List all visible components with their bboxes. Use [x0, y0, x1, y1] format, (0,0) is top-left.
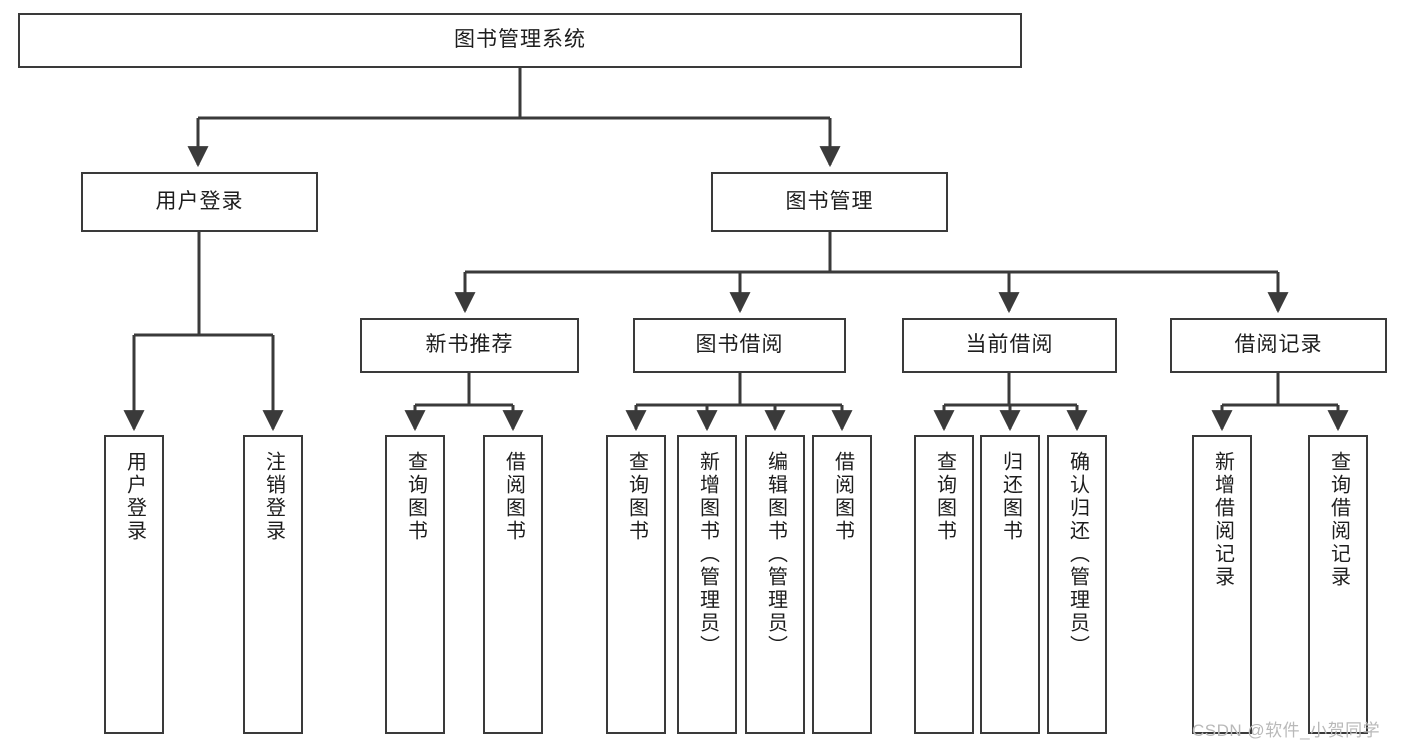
node-leaf-current-borrow-2[interactable]: 确认归还（管理员）: [1047, 435, 1107, 734]
watermark: CSDN @软件_小贺同学: [1192, 721, 1381, 740]
node-leaf-label: 用户登录: [123, 451, 146, 543]
node-leaf-user-login-0[interactable]: 用户登录: [104, 435, 164, 734]
node-book-manage[interactable]: 图书管理: [711, 172, 948, 232]
node-new-book-label: 新书推荐: [425, 333, 514, 357]
node-leaf-borrow-record-0[interactable]: 新增借阅记录: [1192, 435, 1252, 734]
node-leaf-current-borrow-0[interactable]: 查询图书: [914, 435, 974, 734]
node-leaf-label: 归还图书: [999, 451, 1022, 543]
node-leaf-book-borrow-0[interactable]: 查询图书: [606, 435, 666, 734]
node-book-manage-label: 图书管理: [785, 189, 874, 213]
node-leaf-label: 借阅图书: [831, 451, 854, 543]
node-leaf-label: 新增借阅记录: [1211, 451, 1234, 589]
node-leaf-current-borrow-1[interactable]: 归还图书: [980, 435, 1040, 734]
node-leaf-new-book-0[interactable]: 查询图书: [385, 435, 445, 734]
node-current-borrow[interactable]: 当前借阅: [902, 318, 1117, 373]
node-leaf-label: 查询借阅记录: [1327, 451, 1350, 589]
node-leaf-book-borrow-2[interactable]: 编辑图书（管理员）: [745, 435, 805, 734]
node-leaf-label: 注销登录: [262, 451, 285, 543]
node-root[interactable]: 图书管理系统: [18, 13, 1022, 68]
node-leaf-user-login-1[interactable]: 注销登录: [243, 435, 303, 734]
node-leaf-label: 新增图书（管理员）: [696, 451, 719, 658]
node-book-borrow-label: 图书借阅: [695, 333, 784, 357]
node-leaf-book-borrow-3[interactable]: 借阅图书: [812, 435, 872, 734]
node-borrow-record-label: 借阅记录: [1234, 333, 1323, 357]
node-current-borrow-label: 当前借阅: [965, 333, 1054, 357]
node-leaf-label: 确认归还（管理员）: [1066, 451, 1089, 658]
node-user-login[interactable]: 用户登录: [81, 172, 318, 232]
node-new-book[interactable]: 新书推荐: [360, 318, 579, 373]
node-borrow-record[interactable]: 借阅记录: [1170, 318, 1387, 373]
node-leaf-book-borrow-1[interactable]: 新增图书（管理员）: [677, 435, 737, 734]
node-leaf-borrow-record-1[interactable]: 查询借阅记录: [1308, 435, 1368, 734]
node-root-label: 图书管理系统: [454, 28, 586, 52]
node-leaf-new-book-1[interactable]: 借阅图书: [483, 435, 543, 734]
node-leaf-label: 查询图书: [933, 451, 956, 543]
node-book-borrow[interactable]: 图书借阅: [633, 318, 846, 373]
node-leaf-label: 编辑图书（管理员）: [764, 451, 787, 658]
node-leaf-label: 借阅图书: [502, 451, 525, 543]
node-user-login-label: 用户登录: [155, 189, 244, 213]
node-leaf-label: 查询图书: [404, 451, 427, 543]
node-leaf-label: 查询图书: [625, 451, 648, 543]
